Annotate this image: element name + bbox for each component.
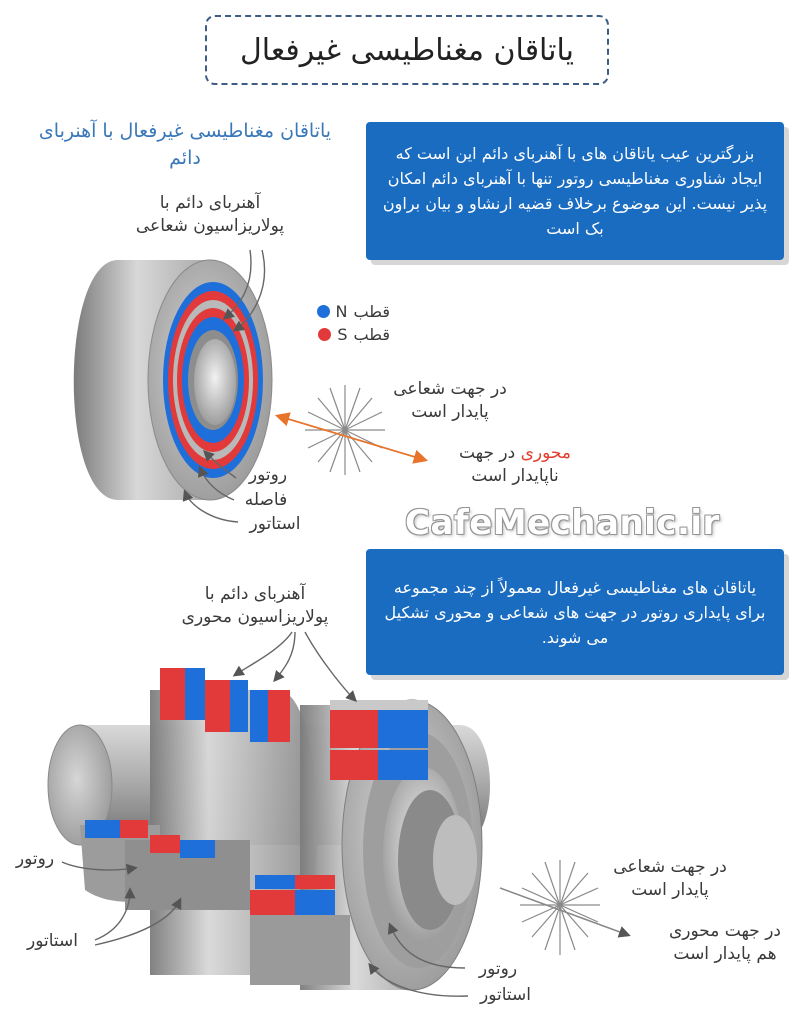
rotor-label-bottom: روتور xyxy=(478,959,518,979)
axial-unstable-line2: ناپایدار است xyxy=(471,466,559,486)
radial-magnet-label-line2: پولاریزاسیون شعاعی xyxy=(135,216,285,236)
radial-magnet-label: آهنربای دائم با پولاریزاسیون شعاعی xyxy=(135,192,285,238)
gap-label-top: فاصله xyxy=(244,490,288,510)
axial-unstable-label: محوری در جهت ناپایدار است xyxy=(450,442,580,488)
legend-n-letter: N xyxy=(335,302,348,321)
legend-n: قطب N xyxy=(290,302,390,321)
title-box: یاتاقان مغناطیسی غیرفعال xyxy=(205,15,609,85)
stator-label-bottom: استاتور xyxy=(480,985,531,1005)
stator-label-top: استاتور xyxy=(249,514,301,534)
axial-magnet-label: آهنربای دائم با پولاریزاسیون محوری xyxy=(165,583,345,629)
axial-word: محوری xyxy=(520,443,572,463)
radial-bearing-illustration xyxy=(73,259,273,501)
axial-magnet-label-line1: آهنربای دائم با xyxy=(204,584,306,604)
legend-s-dot xyxy=(318,328,332,341)
radial-stable-top-line1: در جهت شعاعی xyxy=(393,379,507,399)
page-title: یاتاقان مغناطیسی غیرفعال xyxy=(239,32,575,68)
rotor-label-top: روتور xyxy=(248,465,288,485)
legend-s: قطب S xyxy=(290,325,390,344)
pole-legend: قطب N قطب S xyxy=(290,302,390,344)
radial-stable-bottom-line1: در جهت شعاعی xyxy=(613,857,727,877)
callout-bottom-text: یاتاقان های مغناطیسی غیرفعال معمولاً از … xyxy=(384,577,766,647)
legend-n-text: قطب xyxy=(353,302,390,321)
axial-stable-label-bottom: در جهت محوری هم پایدار است xyxy=(650,920,800,966)
rotor-label-left: روتور xyxy=(15,849,55,869)
axial-stable-bottom-line1: در جهت محوری xyxy=(668,921,781,941)
radial-stable-bottom-line2: پایدار است xyxy=(631,880,709,900)
legend-s-letter: S xyxy=(337,325,348,344)
radial-stability-star-bottom xyxy=(520,860,600,955)
axial-prefix: در جهت xyxy=(458,443,516,463)
radial-magnet-label-line1: آهنربای دائم با xyxy=(159,193,261,213)
legend-s-text: قطب xyxy=(353,325,390,344)
radial-stable-top-line2: پایدار است xyxy=(411,402,489,422)
axial-stable-bottom-line2: هم پایدار است xyxy=(673,944,777,964)
radial-stable-label-top: در جهت شعاعی پایدار است xyxy=(385,378,515,424)
radial-stability-star-top xyxy=(305,385,385,475)
subtitle: یاتاقان مغناطیسی غیرفعال با آهنربای دائم xyxy=(38,120,332,169)
axial-magnet-blocks-bottom xyxy=(85,820,350,985)
axial-magnet-label-line2: پولاریزاسیون محوری xyxy=(181,607,329,627)
callout-top-text: بزرگترین عیب یاتاقان های با آهنربای دائم… xyxy=(382,144,768,238)
watermark: CafeMechanic.ir xyxy=(405,503,720,543)
callout-top: بزرگترین عیب یاتاقان های با آهنربای دائم… xyxy=(366,122,784,260)
axial-magnet-blocks-top xyxy=(160,668,428,780)
legend-n-dot xyxy=(316,305,330,318)
callout-bottom: یاتاقان های مغناطیسی غیرفعال معمولاً از … xyxy=(366,549,784,675)
radial-stable-label-bottom: در جهت شعاعی پایدار است xyxy=(605,856,735,902)
stator-label-left: استاتور xyxy=(27,931,78,951)
